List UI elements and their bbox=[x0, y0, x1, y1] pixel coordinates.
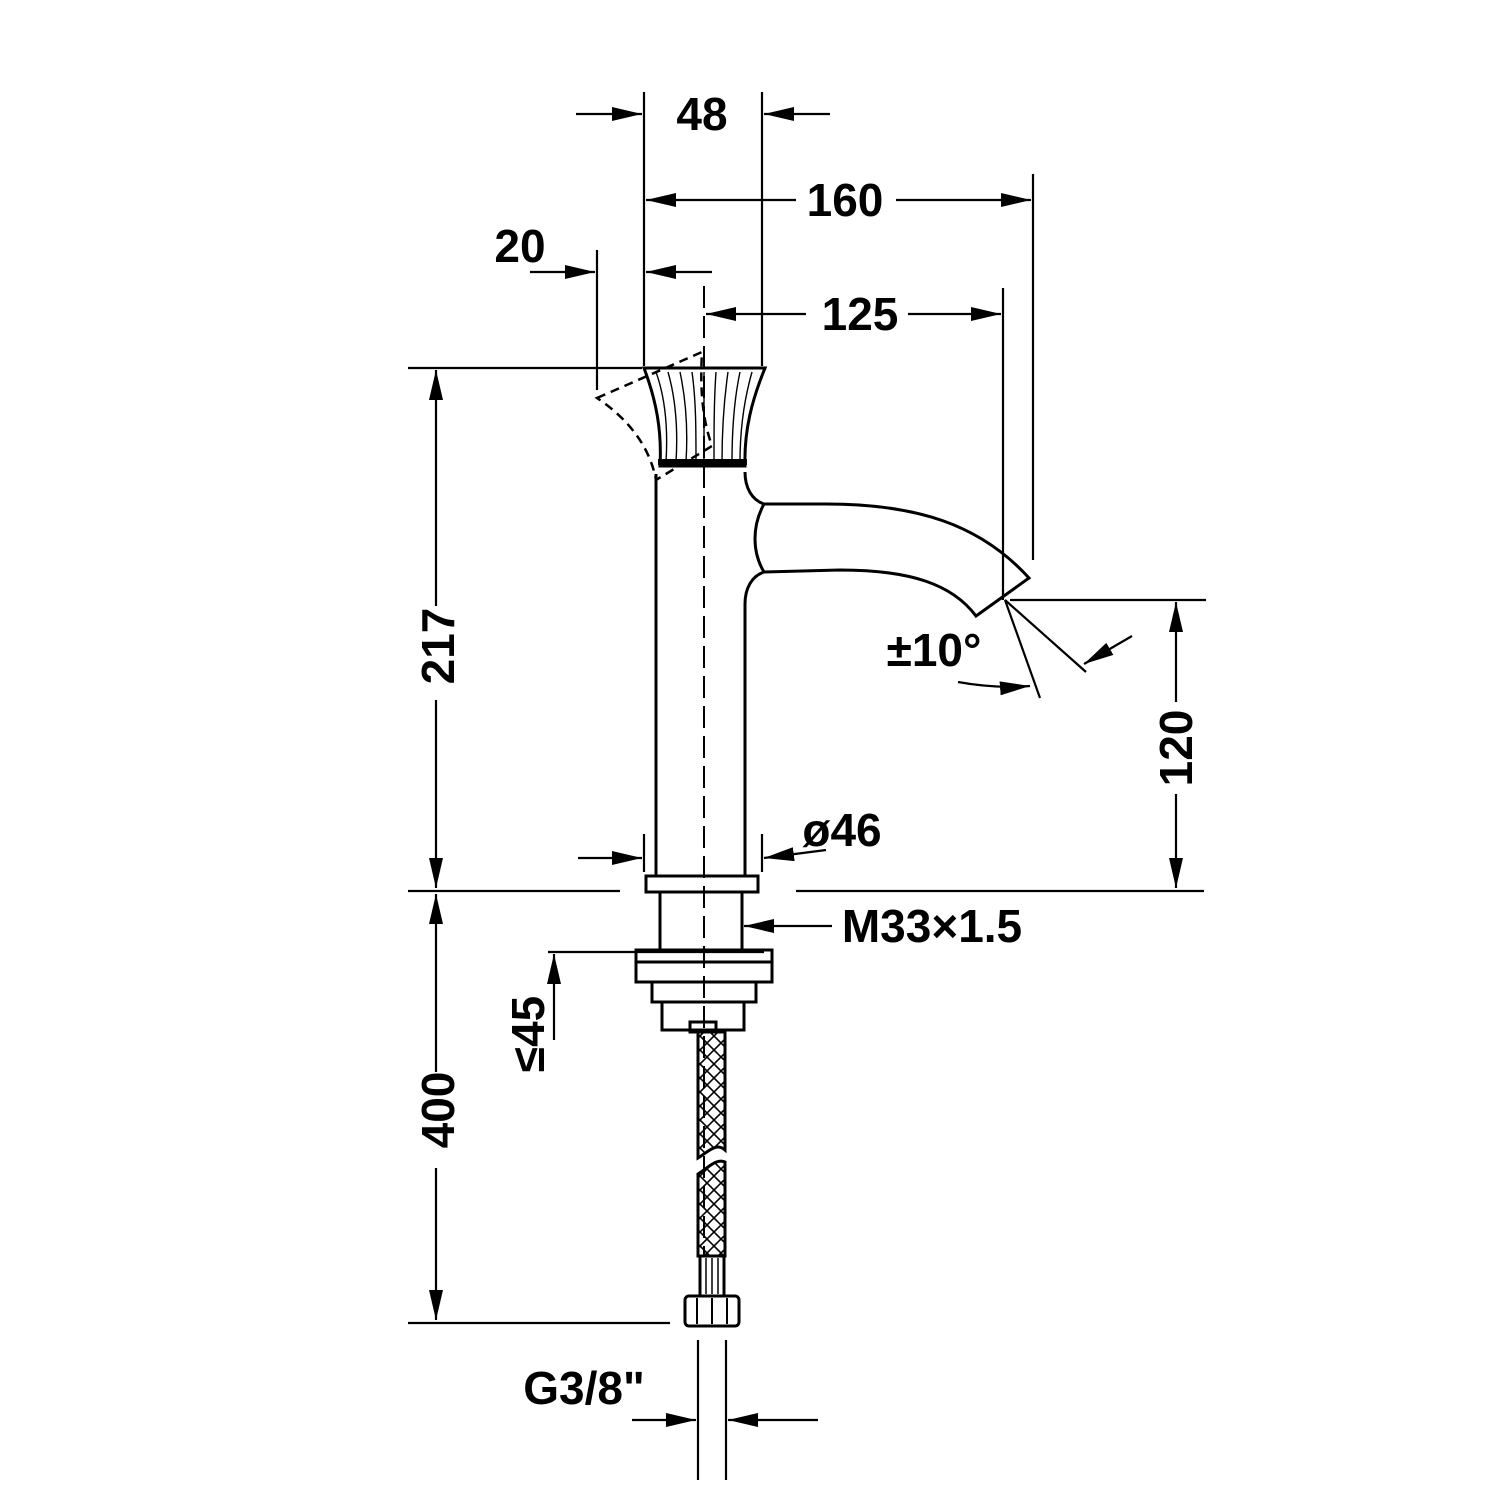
spout bbox=[763, 502, 1032, 619]
threaded-shank bbox=[658, 890, 744, 952]
spout-neck-curve bbox=[753, 503, 766, 573]
dim-body-diameter-label: ø46 bbox=[802, 804, 881, 856]
dim-spout-height-label: 120 bbox=[1150, 710, 1202, 787]
dim-mount-thread-label: M33×1.5 bbox=[842, 900, 1022, 952]
hose-nut bbox=[683, 1294, 741, 1328]
dim-body-height-label: 217 bbox=[412, 608, 464, 685]
dim-top-width-label: 48 bbox=[676, 88, 727, 140]
dim-max-deck-thickness-label: ≤45 bbox=[502, 996, 554, 1072]
hose-upper bbox=[696, 1030, 727, 1161]
dim-spout-rotation-label: ±10° bbox=[887, 624, 982, 676]
dimension-lines bbox=[408, 92, 1206, 1480]
body-right-edge bbox=[743, 471, 765, 876]
dim-overall-projection-label: 160 bbox=[807, 174, 884, 226]
dim-hose-length-label: 400 bbox=[412, 1072, 464, 1149]
mount-nut-lower bbox=[660, 1000, 746, 1032]
handle-knob bbox=[641, 366, 768, 468]
dim-lever-swing-label: 20 bbox=[494, 220, 545, 272]
dim-hose-connection-label: G3/8" bbox=[523, 1362, 645, 1414]
handle-tilted-outline bbox=[594, 350, 714, 483]
hose-lower bbox=[696, 1159, 727, 1258]
base-flange bbox=[644, 874, 760, 894]
dim-spout-reach-label: 125 bbox=[822, 288, 899, 340]
